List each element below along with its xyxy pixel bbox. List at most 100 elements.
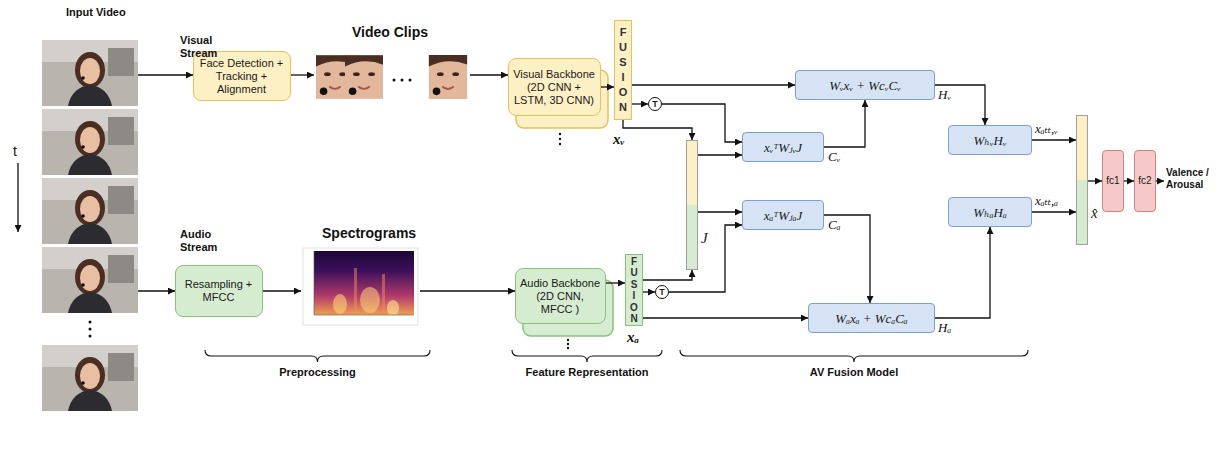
video-clips (316, 55, 467, 99)
flow-arrow (138, 74, 193, 75)
flow-arrow (138, 290, 175, 291)
annotation-label: Video Clips (352, 24, 428, 40)
connector-arrow (698, 211, 742, 212)
node-text: fc1 (1106, 175, 1119, 187)
connector-arrow (1088, 180, 1102, 181)
node-text: T (652, 99, 658, 109)
node-text: FUSION (618, 25, 627, 115)
dot (559, 143, 561, 145)
flow-arrow (420, 290, 515, 291)
node-text: Face Detection + Tracking + Alignment (198, 57, 286, 96)
joint-vector-bar: J (686, 140, 698, 270)
connector-arrow (1124, 180, 1134, 181)
formula-box: Wᵥxᵥ + WcᵥCᵥ (795, 70, 935, 100)
input-frames (42, 40, 138, 411)
backbone-box: Visual Backbone (2D CNN + LSTM, 3D CNN) (508, 58, 601, 116)
node-text: fc2 (1138, 175, 1151, 187)
formula-box: Wₐxₐ + WcₐCₐ (808, 303, 935, 333)
node-text: xᵥᵀWⱼᵥJ (764, 140, 802, 155)
face-crop (429, 55, 467, 99)
node-text: Wᵥxᵥ + WcᵥCᵥ (829, 78, 901, 93)
connector-arrow (824, 215, 870, 303)
formula-box: xₐᵀWⱼₐJ (742, 200, 824, 230)
connector-arrow (643, 291, 655, 292)
dot (401, 79, 404, 82)
annotation-label: xₐ (627, 329, 639, 346)
node-text: T (659, 287, 665, 297)
dot (567, 339, 569, 341)
formula-box: xᵥᵀWⱼᵥJ (742, 132, 824, 162)
video-frame (42, 345, 138, 411)
edge-label: Hᵥ (938, 87, 951, 103)
time-arrow (17, 163, 18, 232)
section-braces (205, 350, 1028, 362)
annotation-label: xᵥ (613, 131, 624, 148)
annotation-label: t (13, 143, 17, 159)
edge-label: Hₐ (938, 320, 951, 336)
transpose-circle: T (655, 285, 669, 299)
video-frame (42, 40, 138, 106)
dot (89, 321, 92, 324)
annotation-label: AV Fusion Model (784, 366, 924, 379)
axis (314, 315, 414, 316)
formula-box: WₕₐHₐ (948, 197, 1032, 227)
node-text: J (701, 230, 708, 247)
flow-arrow (1156, 180, 1164, 181)
connector-arrow (662, 104, 742, 142)
edge-label: Cₐ (828, 217, 840, 233)
dot (567, 347, 569, 349)
connector-arrow (669, 225, 742, 292)
connector-arrow (601, 86, 615, 87)
annotation-label: Valence / Arousal (1166, 167, 1222, 191)
brace (512, 350, 662, 362)
flow-arrow (262, 290, 301, 291)
annotation-label: Preprocessing (247, 366, 388, 379)
spectrogram-plot (314, 251, 414, 315)
dot (559, 133, 561, 135)
node-text: WₕₐHₐ (973, 205, 1006, 220)
dot (89, 328, 92, 331)
annotation-label: Audio Stream (180, 228, 226, 254)
energy-blob (360, 287, 380, 313)
spectrogram-frame (303, 248, 418, 325)
energy-blob (333, 294, 347, 314)
flow-arrow (290, 74, 314, 75)
energy-streak (354, 268, 357, 313)
transpose-circle: T (648, 97, 662, 111)
fusion-bar: FUSION (625, 254, 643, 326)
fc-layer: fc2 (1134, 150, 1156, 212)
node-text: FUSION (630, 256, 639, 325)
attended-vector-bar: x̂ (1076, 115, 1088, 245)
node-text: WₕᵥHᵥ (973, 133, 1006, 148)
energy-blob (387, 300, 399, 316)
dot (393, 79, 396, 82)
formula-box: WₕᵥHᵥ (948, 125, 1032, 155)
connector-arrow (1032, 139, 1076, 140)
spectrogram (303, 248, 418, 325)
process-box: Resampling + MFCC (175, 265, 263, 317)
edge-label: Cᵥ (828, 149, 840, 165)
annotation-label: Visual Stream (180, 34, 226, 60)
connector-arrow (824, 100, 865, 147)
pipeline-arrows (138, 75, 1164, 291)
dot (409, 79, 412, 82)
node-text: Visual Backbone (2D CNN + LSTM, 3D CNN) (513, 68, 596, 107)
brace (205, 350, 430, 362)
connector-arrow (623, 120, 692, 140)
energy-streak (382, 274, 385, 314)
connector-arrow (643, 270, 692, 280)
connector-arrow (935, 227, 990, 318)
video-frame (42, 178, 138, 244)
face-crop (345, 55, 383, 99)
fusion-bar: FUSION (614, 20, 632, 120)
connector-arrow (1032, 211, 1076, 212)
edge-label: xₐₜₜ,ᵥ (1035, 121, 1058, 137)
connector-arrow (643, 317, 808, 318)
connector-arrow (935, 85, 985, 125)
node-text: Resampling + MFCC (180, 278, 258, 304)
node-text: Wₐxₐ + WcₐCₐ (835, 311, 907, 326)
node-text: xₐᵀWⱼₐJ (764, 208, 802, 223)
video-frame (42, 109, 138, 175)
